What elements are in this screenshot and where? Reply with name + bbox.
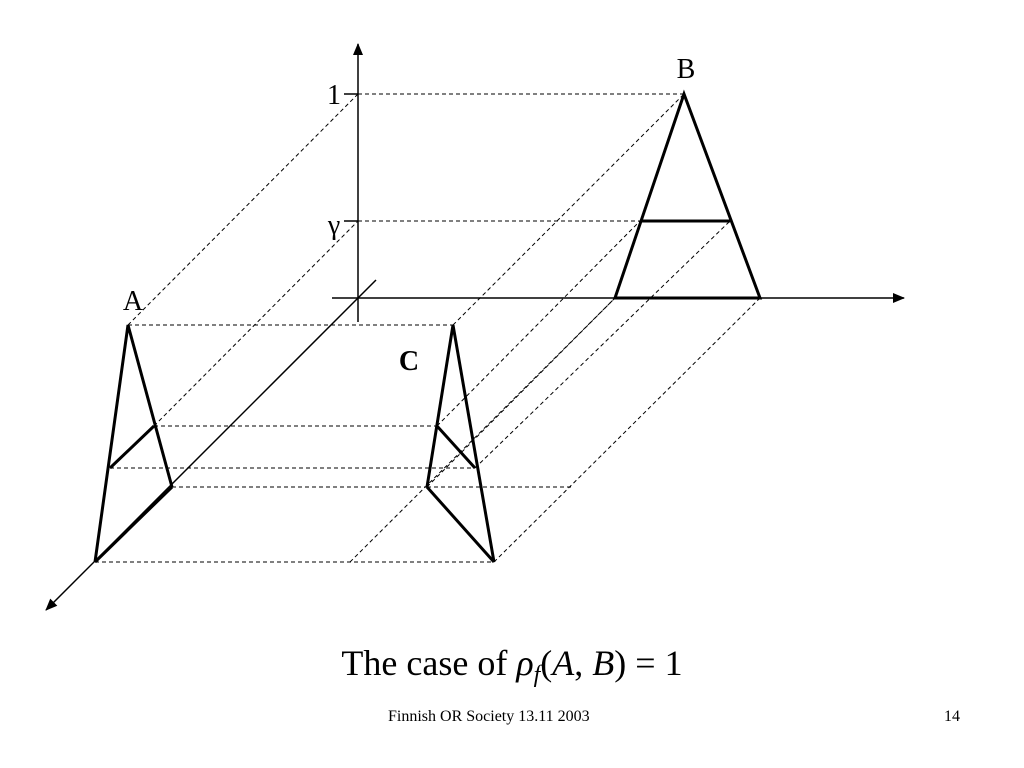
fuzzy-set-a (93, 324, 174, 564)
set-a-gamma-cut (108, 424, 156, 470)
fuzzy-set-c (425, 324, 496, 563)
projection-lines (95, 93, 761, 563)
caption-suffix: ) = 1 (614, 643, 683, 683)
footer-event: Finnish OR Society 13.11 2003 (388, 708, 590, 725)
dash-c-gamma-to-b-left (436, 220, 641, 427)
dash-c-gamma-to-b-right (474, 220, 731, 469)
dash-a-peak-to-axis (127, 93, 359, 326)
caption-comma: , (574, 643, 593, 683)
fuzzy-set-b (612, 89, 763, 300)
fuzzy-sets-diagram: 1 γ A B C (45, 43, 905, 611)
set-c-base (425, 486, 496, 563)
set-label-c: C (399, 346, 419, 377)
set-c-outline (425, 324, 496, 563)
axes (45, 43, 905, 611)
axis-label-one: 1 (327, 80, 341, 111)
caption-arg-b: B (592, 643, 615, 683)
dash-c-base-to-b-base (426, 297, 616, 488)
caption-subscript: f (533, 662, 541, 688)
set-label-b: B (677, 54, 696, 85)
set-a-base (93, 485, 174, 564)
set-b-triangle (612, 89, 763, 300)
set-c-gamma-cut (435, 424, 477, 470)
dash-a-base-to-axis (349, 297, 616, 563)
dash-c-peak-to-b-peak (452, 93, 685, 326)
caption-open-paren: ( (540, 643, 553, 683)
slide-caption: The case of ρf(A, B) = 1 (0, 642, 1024, 687)
axis-label-gamma: γ (327, 210, 340, 241)
caption-rho: ρ (516, 643, 534, 683)
caption-arg-a: A (552, 643, 575, 683)
dash-c-base-to-b-right (493, 297, 761, 563)
set-a-outline (93, 324, 174, 563)
caption-prefix: The case of (341, 643, 517, 683)
slide-number: 14 (944, 708, 960, 725)
dash-a-gamma-to-axis (153, 220, 359, 427)
set-label-a: A (123, 286, 144, 317)
